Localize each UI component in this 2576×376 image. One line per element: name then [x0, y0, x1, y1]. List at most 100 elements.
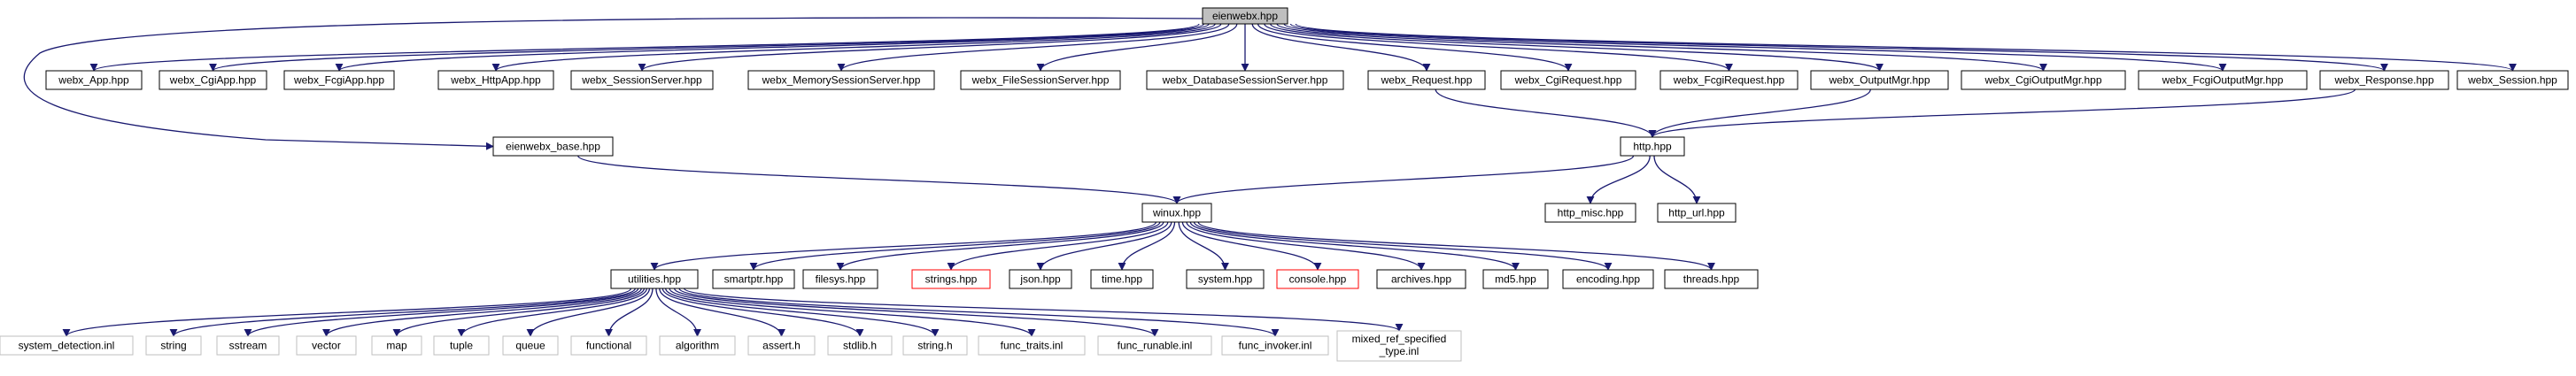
node-filesys[interactable]: filesys.hpp [802, 269, 878, 289]
edge-winux-to-md5 [1189, 221, 1520, 271]
node-json[interactable]: json.hpp [1009, 269, 1072, 289]
node-box [1659, 70, 1799, 90]
node-label: vector [312, 340, 341, 352]
node-box [712, 269, 795, 289]
node-label: webx_CgiRequest.hpp [1514, 74, 1622, 87]
node-webx-CgiApp[interactable]: webx_CgiApp.hpp [159, 70, 267, 90]
node-webx-Request[interactable]: webx_Request.hpp [1367, 70, 1486, 90]
node-webx-CgiRequest[interactable]: webx_CgiRequest.hpp [1500, 70, 1636, 90]
node-eienwebx[interactable]: eienwebx.hpp [1202, 7, 1288, 25]
edge-winux-to-filesys [836, 221, 1164, 271]
edge-eienwebx-to-webx_HttpApp [491, 23, 1216, 72]
node-time[interactable]: time.hpp [1090, 269, 1154, 289]
edge-winux-to-smartptr [749, 221, 1161, 271]
node-box [960, 70, 1121, 90]
node-webx-CgiOutputMgr[interactable]: webx_CgiOutputMgr.hpp [1961, 70, 2126, 90]
edge-eienwebx-to-webx_Session [1295, 23, 2517, 72]
edge-eienwebx-to-webx_CgiRequest [1257, 23, 1573, 72]
node-archives[interactable]: archives.hpp [1376, 269, 1466, 289]
node-encoding[interactable]: encoding.hpp [1562, 269, 1654, 289]
node-label: webx_App.hpp [58, 74, 129, 87]
node-webx-Session[interactable]: webx_Session.hpp [2456, 70, 2569, 90]
node-winux[interactable]: winux.hpp [1141, 203, 1212, 223]
node-http[interactable]: http.hpp [1620, 136, 1685, 157]
node-box [1657, 203, 1737, 223]
edge-utilities-to-func_runable [673, 288, 1159, 337]
node-webx-OutputMgr[interactable]: webx_OutputMgr.hpp [1810, 70, 1949, 90]
node-webx-FcgiOutputMgr[interactable]: webx_FcgiOutputMgr.hpp [2138, 70, 2308, 90]
node-label: system_detection.inl [19, 340, 115, 352]
edges-layer [23, 17, 2517, 337]
node-box [610, 269, 699, 289]
node-func-traits: func_traits.inl [978, 335, 1086, 356]
node-label: system.hpp [1198, 273, 1253, 286]
node-box [502, 335, 559, 356]
node-box [570, 70, 714, 90]
edge-eienwebx_base-to-winux [577, 155, 1181, 204]
node-box [1141, 203, 1212, 223]
node-console[interactable]: console.hpp [1276, 269, 1359, 289]
node-label: tuple [450, 340, 473, 352]
node-box [1961, 70, 2126, 90]
edge-utilities-to-func_traits [669, 288, 1036, 337]
node-label: functional [586, 340, 631, 352]
edge-utilities-to-algorithm [655, 288, 701, 337]
node-functional: functional [570, 335, 647, 356]
edge-eienwebx-to-webx_Request [1251, 23, 1431, 72]
edge-winux-to-threads [1197, 221, 1715, 271]
edge-winux-to-console [1181, 221, 1322, 271]
edge-utilities-to-tuple [457, 288, 647, 337]
node-webx-App[interactable]: webx_App.hpp [45, 70, 143, 90]
node-label: sstream [229, 340, 267, 352]
node-box [296, 335, 357, 356]
node-http-url[interactable]: http_url.hpp [1657, 203, 1737, 223]
node-algorithm: algorithm [659, 335, 736, 356]
edge-utilities-to-map [392, 288, 646, 337]
node-http-misc[interactable]: http_misc.hpp [1544, 203, 1636, 223]
node-box [159, 70, 267, 90]
node-webx-FileSessionServer[interactable]: webx_FileSessionServer.hpp [960, 70, 1121, 90]
node-system[interactable]: system.hpp [1186, 269, 1265, 289]
node-label: webx_FcgiApp.hpp [293, 74, 384, 87]
node-smartptr[interactable]: smartptr.hpp [712, 269, 795, 289]
node-webx-FcgiApp[interactable]: webx_FcgiApp.hpp [283, 70, 395, 90]
edge-utilities-to-sstream [244, 288, 639, 337]
edge-webx_OutputMgr-to-http [1648, 88, 1871, 138]
node-label: eienwebx_base.hpp [506, 141, 600, 153]
node-label: webx_FcgiRequest.hpp [1673, 74, 1785, 87]
node-label: json.hpp [1019, 273, 1061, 286]
edge-eienwebx-to-eienwebx_base [23, 17, 1208, 150]
node-strings[interactable]: strings.hpp [911, 269, 991, 289]
edge-winux-to-time [1118, 221, 1176, 271]
edge-eienwebx-to-webx_FcgiApp [335, 23, 1210, 72]
node-box [45, 70, 143, 90]
node-label: eienwebx.hpp [1212, 10, 1278, 22]
node-webx-Response[interactable]: webx_Response.hpp [2319, 70, 2449, 90]
node-label: mixed_ref_specified_type.inl [1352, 333, 1447, 357]
node-webx-HttpApp[interactable]: webx_HttpApp.hpp [437, 70, 554, 90]
edge-utilities-to-system_detection [62, 288, 632, 337]
node-eienwebx-base[interactable]: eienwebx_base.hpp [492, 136, 614, 157]
node-utilities[interactable]: utilities.hpp [610, 269, 699, 289]
node-webx-MemorySessionServer[interactable]: webx_MemorySessionServer.hpp [747, 70, 935, 90]
node-sstream: sstream [216, 335, 280, 356]
node-label: threads.hpp [1683, 273, 1740, 286]
node-label: func_traits.inl [1001, 340, 1064, 352]
node-box [145, 335, 202, 356]
node-label: webx_DatabaseSessionServer.hpp [1162, 74, 1328, 87]
node-label: webx_FileSessionServer.hpp [971, 74, 1110, 87]
node-box [1664, 269, 1759, 289]
node-label: http_misc.hpp [1558, 207, 1624, 219]
edge-http-to-winux [1172, 155, 1635, 204]
node-md5[interactable]: md5.hpp [1482, 269, 1549, 289]
node-box [0, 335, 134, 356]
node-webx-FcgiRequest[interactable]: webx_FcgiRequest.hpp [1659, 70, 1799, 90]
edge-winux-to-json [1036, 221, 1172, 271]
node-webx-DatabaseSessionServer[interactable]: webx_DatabaseSessionServer.hpp [1146, 70, 1344, 90]
node-webx-SessionServer[interactable]: webx_SessionServer.hpp [570, 70, 714, 90]
node-box [1202, 7, 1288, 25]
node-threads[interactable]: threads.hpp [1664, 269, 1759, 289]
node-box [911, 269, 991, 289]
